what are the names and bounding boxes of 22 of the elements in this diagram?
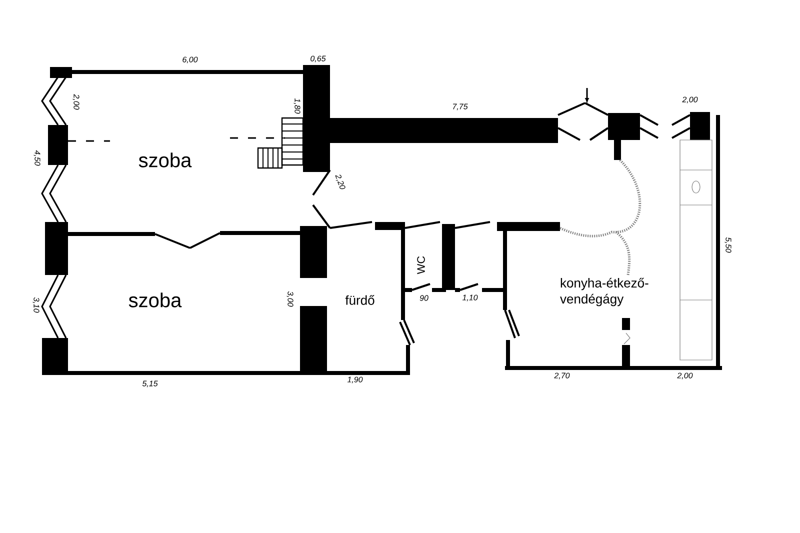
dimension-label: 5,50 xyxy=(724,237,732,253)
dimension-label: 6,00 xyxy=(182,56,198,64)
dimension-label: 2,00 xyxy=(677,372,693,380)
dimension-label: 1,90 xyxy=(347,376,363,384)
dimension-label: 2,20 xyxy=(335,174,346,190)
dimension-label: 7,75 xyxy=(453,104,468,110)
dimension-label: 1,10 xyxy=(462,294,478,302)
room-label: fürdő xyxy=(345,295,374,305)
dimension-label: 4,50 xyxy=(34,150,40,166)
dimension-label: 90 xyxy=(420,295,428,301)
room-label: szoba xyxy=(138,152,192,168)
dimension-label: 3,10 xyxy=(32,297,40,313)
dimension-label: 2,70 xyxy=(554,372,570,380)
dimension-label: 1,80 xyxy=(294,98,300,114)
room-label: szoba xyxy=(128,292,182,308)
room-label: WC xyxy=(417,256,425,274)
dimension-label: 0,65 xyxy=(310,56,326,62)
dimension-label: 2,00 xyxy=(72,94,80,110)
dimension-label: 5,15 xyxy=(142,380,158,388)
room-label: konyha-étkező-vendégágy xyxy=(560,278,648,306)
dimension-label: 3,00 xyxy=(286,291,294,307)
dimension-label: 2,00 xyxy=(682,96,698,104)
